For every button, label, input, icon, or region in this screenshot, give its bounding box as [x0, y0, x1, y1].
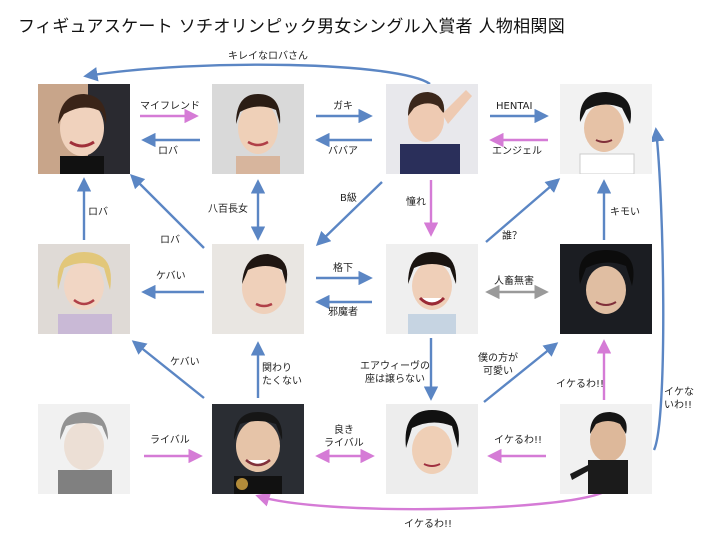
arrow-r19	[131, 340, 205, 399]
man-black-hair-portrait	[560, 84, 652, 174]
man-short-hair-portrait	[212, 404, 304, 494]
man-curly-hair-portrait	[560, 244, 652, 334]
relation-label: ババア	[328, 146, 358, 157]
arrow-r24	[650, 127, 665, 451]
relation-label: ロバ	[160, 235, 180, 246]
relation-label: ケバい	[170, 357, 200, 368]
relation-label: イケるわ!!	[556, 379, 605, 390]
arrow-r12	[129, 173, 205, 249]
relation-label: ケバい	[156, 271, 186, 282]
relation-label: 八百長女	[208, 204, 248, 215]
relation-label: 関わり たくない	[262, 363, 302, 387]
relation-label: エアウィーヴの 座は譲らない	[360, 361, 430, 385]
relation-label: 僕の方が 可愛い	[478, 353, 518, 377]
man-skating-portrait	[560, 404, 652, 494]
relation-label: B級	[340, 193, 357, 204]
relation-label: イケな いわ!!	[664, 387, 694, 411]
relation-label: 誰？	[502, 231, 522, 242]
relation-label: イケるわ!!	[494, 435, 543, 446]
arrow-r9	[315, 181, 383, 247]
relation-label: ロバ	[158, 146, 178, 157]
arrow-r1	[83, 63, 431, 85]
relation-label: ロバ	[88, 207, 108, 218]
relation-label: HENTAI	[496, 101, 533, 112]
woman-dark-hair-portrait	[38, 84, 130, 174]
relation-label: エンジェル	[492, 146, 542, 157]
arrow-r13	[485, 178, 561, 243]
woman-blonde-portrait	[38, 244, 130, 334]
woman-smiling-portrait	[386, 244, 478, 334]
woman-portrait	[212, 244, 304, 334]
relation-label: 邪魔者	[328, 307, 358, 318]
relation-label: ライバル	[150, 435, 190, 446]
woman-dark-hair-portrait	[212, 84, 304, 174]
relation-label: 憧れ	[406, 197, 426, 208]
arrow-r22	[483, 342, 559, 403]
man-young-portrait	[386, 404, 478, 494]
arrow-r28	[255, 490, 605, 511]
man-portrait-faded	[38, 404, 130, 494]
diagram-title: フィギュアスケート ソチオリンピック男女シングル入賞者 人物相関図	[18, 17, 566, 37]
relation-label: キモい	[610, 207, 640, 218]
relation-label: ガキ	[333, 101, 353, 112]
relation-label: イケるわ!!	[404, 519, 453, 530]
relation-label: 格下	[333, 263, 353, 274]
woman-skating-portrait	[386, 84, 478, 174]
relation-label: キレイなロバさん	[228, 51, 308, 62]
relation-label: 良き ライバル	[324, 425, 364, 449]
relation-label: 人畜無害	[494, 276, 534, 287]
relation-label: マイフレンド	[140, 101, 200, 112]
